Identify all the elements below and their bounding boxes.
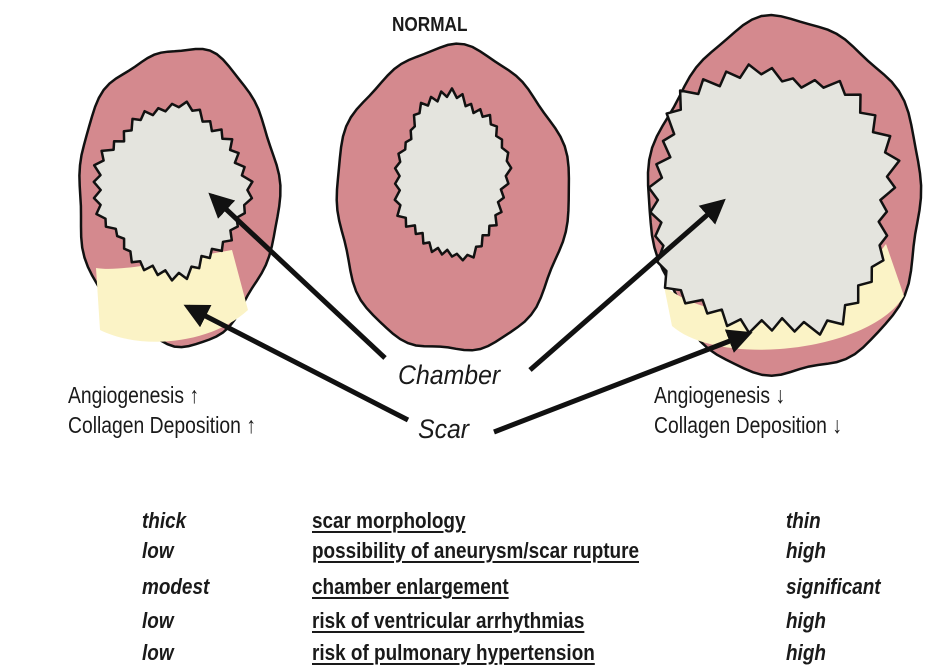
right-value: high [786, 640, 826, 666]
normal-title: NORMAL [392, 14, 467, 37]
right-value: high [786, 538, 826, 564]
left-value: thick [142, 508, 186, 534]
comparison-row: low risk of pulmonary hypertension high [0, 640, 930, 668]
right-value: high [786, 608, 826, 634]
left-effects: Angiogenesis ↑ Collagen Deposition ↑ [68, 380, 256, 440]
left-angiogenesis: Angiogenesis ↑ [68, 380, 256, 410]
right-value: significant [786, 574, 881, 600]
left-value: low [142, 608, 174, 634]
right-collagen: Collagen Deposition ↓ [654, 410, 842, 440]
feature-label: chamber enlargement [312, 574, 509, 600]
left-collagen: Collagen Deposition ↑ [68, 410, 256, 440]
left-value: modest [142, 574, 209, 600]
right-effects: Angiogenesis ↓ Collagen Deposition ↓ [654, 380, 842, 440]
feature-label: possibility of aneurysm/scar rupture [312, 538, 639, 564]
left-value: low [142, 538, 174, 564]
feature-label: scar morphology [312, 508, 465, 534]
left-value: low [142, 640, 174, 666]
comparison-row: low risk of ventricular arrhythmias high [0, 608, 930, 636]
chamber-label: Chamber [398, 360, 500, 391]
comparison-row: modest chamber enlargement significant [0, 574, 930, 602]
comparison-row: thick scar morphology thin [0, 508, 930, 536]
feature-label: risk of pulmonary hypertension [312, 640, 595, 666]
scar-label: Scar [418, 414, 469, 445]
comparison-row: low possibility of aneurysm/scar rupture… [0, 538, 930, 566]
feature-label: risk of ventricular arrhythmias [312, 608, 584, 634]
right-angiogenesis: Angiogenesis ↓ [654, 380, 842, 410]
right-value: thin [786, 508, 821, 534]
